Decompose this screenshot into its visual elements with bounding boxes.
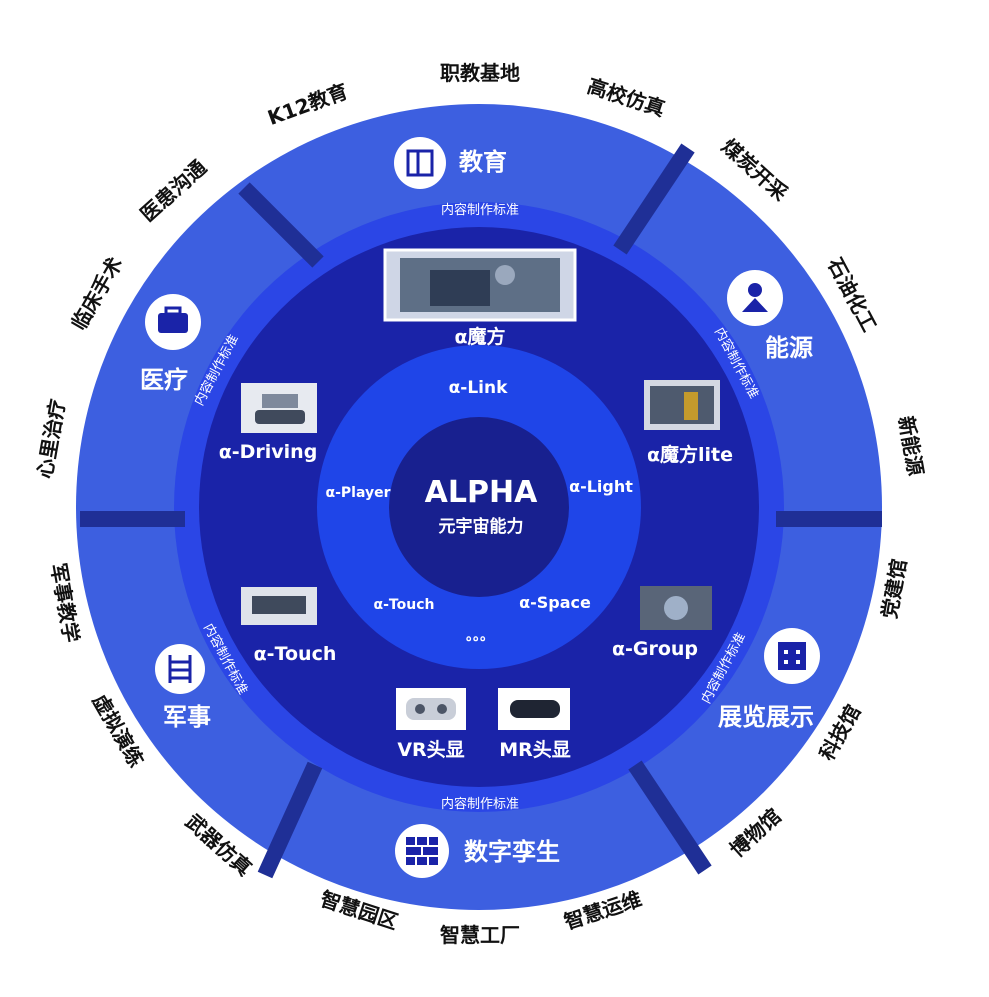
touch-inner-label: α-Touch [374, 597, 435, 613]
light-label: α-Light [569, 477, 633, 496]
mr-headset-image [498, 688, 570, 730]
sector-dividers [80, 143, 882, 879]
outer-label-xinli: 心里治疗 [32, 397, 70, 480]
museum-building-icon [764, 628, 820, 684]
education-icon [394, 137, 446, 189]
touch-label: α-Touch [254, 643, 337, 665]
outer-label-xinnengyuan: 新能源 [894, 414, 928, 477]
outer-label-yihuan: 医患沟通 [136, 155, 212, 226]
outer-label-linchuang: 临床手术 [67, 253, 128, 334]
standard-label-top: 内容制作标准 [441, 202, 519, 218]
mofang-lite-product-image [644, 380, 720, 430]
standard-label-bottom: 内容制作标准 [441, 796, 519, 812]
brick-wall-icon [395, 824, 449, 878]
outer-label-k12: K12教育 [264, 79, 351, 130]
sector-military: 军事 [163, 703, 211, 731]
center-title: ALPHA [425, 475, 538, 510]
outer-label-junshi-jiaoxue: 军事教学 [46, 561, 84, 644]
mofang-lite-label: α魔方lite [647, 443, 733, 466]
mofang-product-image [383, 248, 577, 322]
driving-product-image [241, 383, 317, 433]
group-product-image [640, 586, 712, 630]
sector-energy: 能源 [765, 334, 813, 362]
mr-label: MR头显 [499, 739, 571, 761]
sector-education: 教育 [459, 148, 507, 176]
outer-label-dangjian: 党建馆 [877, 557, 911, 620]
outer-label-gaoxiao: 高校仿真 [584, 74, 668, 122]
center-subtitle: 元宇宙能力 [439, 516, 524, 537]
ellipsis-label: 。。。 [466, 628, 494, 644]
space-label: α-Space [519, 593, 591, 612]
vr-headset-image [396, 688, 466, 730]
mofang-label: α魔方 [454, 325, 505, 348]
link-label: α-Link [449, 378, 508, 398]
player-label: α-Player [325, 485, 390, 501]
outer-label-zhijiao: 职教基地 [440, 61, 520, 85]
energy-worker-icon [727, 270, 783, 326]
outer-label-gongchang: 智慧工厂 [440, 923, 520, 947]
sector-digital-twin: 数字孪生 [464, 838, 560, 866]
center-core [389, 417, 569, 597]
sector-exhibition: 展览展示 [718, 703, 814, 731]
vr-label: VR头显 [397, 739, 464, 761]
touch-product-image [241, 587, 317, 625]
sector-medical: 医疗 [140, 366, 188, 394]
driving-label: α-Driving [219, 441, 318, 463]
ladder-icon [155, 644, 205, 694]
medical-kit-icon [145, 294, 201, 350]
group-label: α-Group [612, 638, 698, 660]
